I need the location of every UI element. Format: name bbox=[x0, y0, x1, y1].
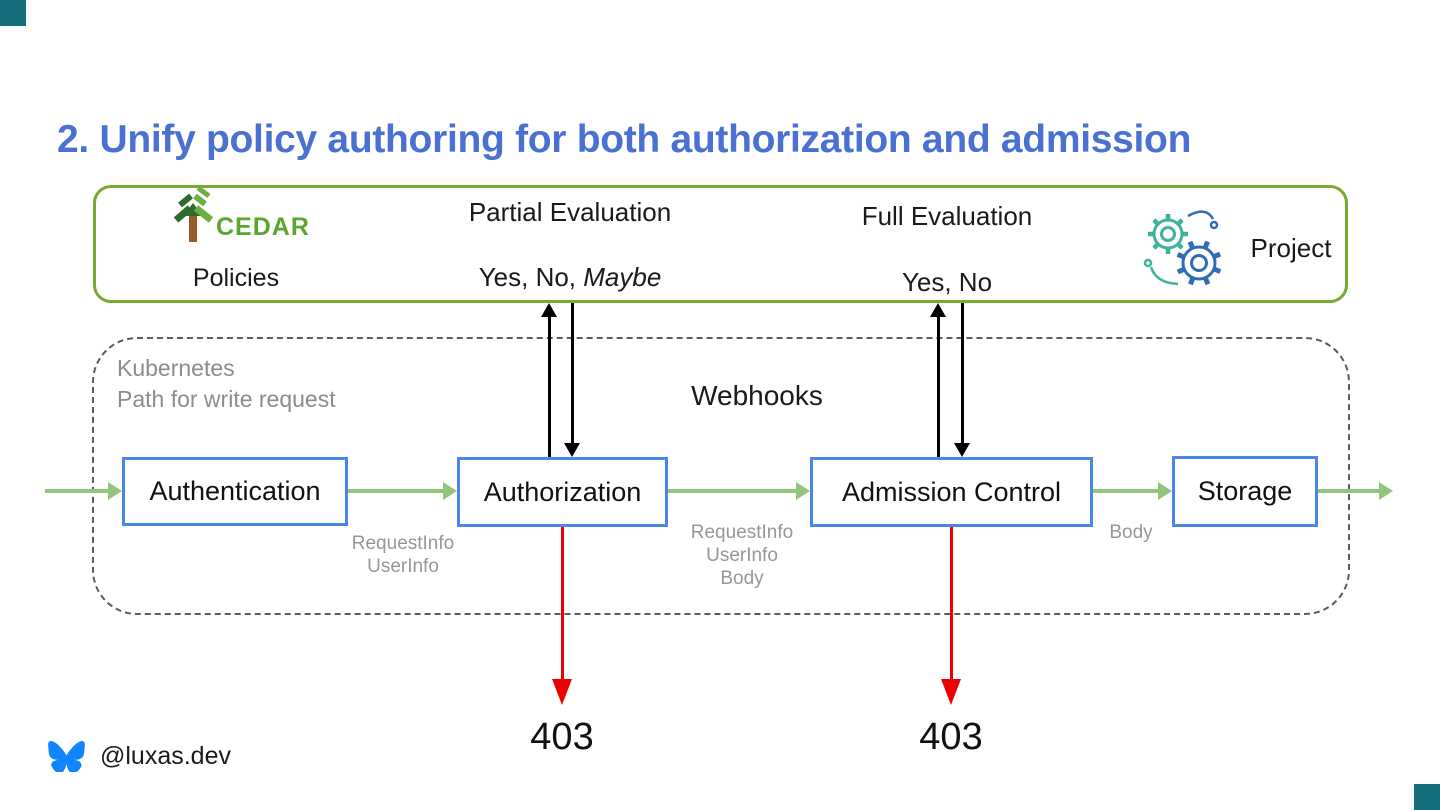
stage-box-storage: Storage bbox=[1172, 456, 1318, 527]
bluesky-icon bbox=[48, 741, 85, 772]
webhook-arrow-admission-up bbox=[930, 303, 946, 457]
cedar-wordmark: CEDAR bbox=[216, 213, 310, 241]
webhook-arrow-admission-down bbox=[954, 303, 970, 457]
kubernetes-caption: Kubernetes Path for write request bbox=[117, 353, 336, 415]
edge-label-line: UserInfo bbox=[706, 545, 778, 566]
project-label: Project bbox=[1250, 233, 1332, 263]
flow-arrow-authz-to-admission bbox=[668, 482, 810, 500]
edge-label-admission-to-storage: Body bbox=[1096, 521, 1166, 544]
edge-label-line: Body bbox=[1109, 522, 1153, 543]
corner-accent-bottom-right bbox=[1414, 784, 1440, 810]
flow-arrow-in bbox=[45, 482, 122, 500]
policies-label: Policies bbox=[192, 264, 280, 292]
edge-label-auth-to-authz: RequestInfo UserInfo bbox=[333, 532, 473, 578]
stage-box-authorization: Authorization bbox=[457, 457, 668, 527]
edge-label-line: RequestInfo bbox=[690, 522, 794, 543]
kubernetes-caption-line1: Kubernetes bbox=[117, 355, 235, 381]
slide-title: 2. Unify policy authoring for both autho… bbox=[57, 118, 1192, 162]
stage-box-admission-control: Admission Control bbox=[810, 457, 1093, 527]
gears-icon bbox=[1143, 210, 1222, 286]
edge-label-line: Body bbox=[720, 568, 764, 589]
corner-accent-top-left bbox=[0, 0, 26, 26]
reject-code-admission: 403 bbox=[919, 716, 983, 758]
reject-code-authorization: 403 bbox=[530, 716, 594, 758]
kubernetes-request-path-box bbox=[92, 337, 1350, 615]
edge-label-authz-to-admission: RequestInfo UserInfo Body bbox=[672, 521, 812, 590]
partial-evaluation-result: Yes, No, Maybe bbox=[440, 262, 700, 293]
reject-arrow-admission bbox=[941, 527, 961, 705]
partial-result-maybe: Maybe bbox=[583, 262, 662, 292]
flow-arrow-admission-to-storage bbox=[1093, 482, 1172, 500]
full-evaluation-label: Full Evaluation bbox=[861, 201, 1033, 231]
partial-evaluation-label: Partial Evaluation bbox=[468, 197, 672, 227]
edge-label-line: UserInfo bbox=[367, 556, 439, 577]
flow-arrow-out bbox=[1318, 482, 1393, 500]
webhook-arrow-authz-up bbox=[541, 303, 557, 457]
stage-box-authentication: Authentication bbox=[122, 457, 348, 526]
cedar-tree-icon bbox=[173, 186, 214, 242]
bluesky-handle: @luxas.dev bbox=[100, 742, 231, 770]
webhook-arrow-authz-down bbox=[564, 303, 580, 457]
partial-result-prefix: Yes, No, bbox=[478, 262, 584, 292]
kubernetes-caption-line2: Path for write request bbox=[117, 386, 336, 412]
policy-layer-box bbox=[93, 185, 1348, 303]
reject-arrow-authorization bbox=[552, 527, 572, 705]
flow-arrow-auth-to-authz bbox=[348, 482, 457, 500]
edge-label-line: RequestInfo bbox=[351, 533, 455, 554]
full-evaluation-result: Yes, No bbox=[901, 267, 993, 297]
webhooks-label: Webhooks bbox=[691, 380, 823, 411]
